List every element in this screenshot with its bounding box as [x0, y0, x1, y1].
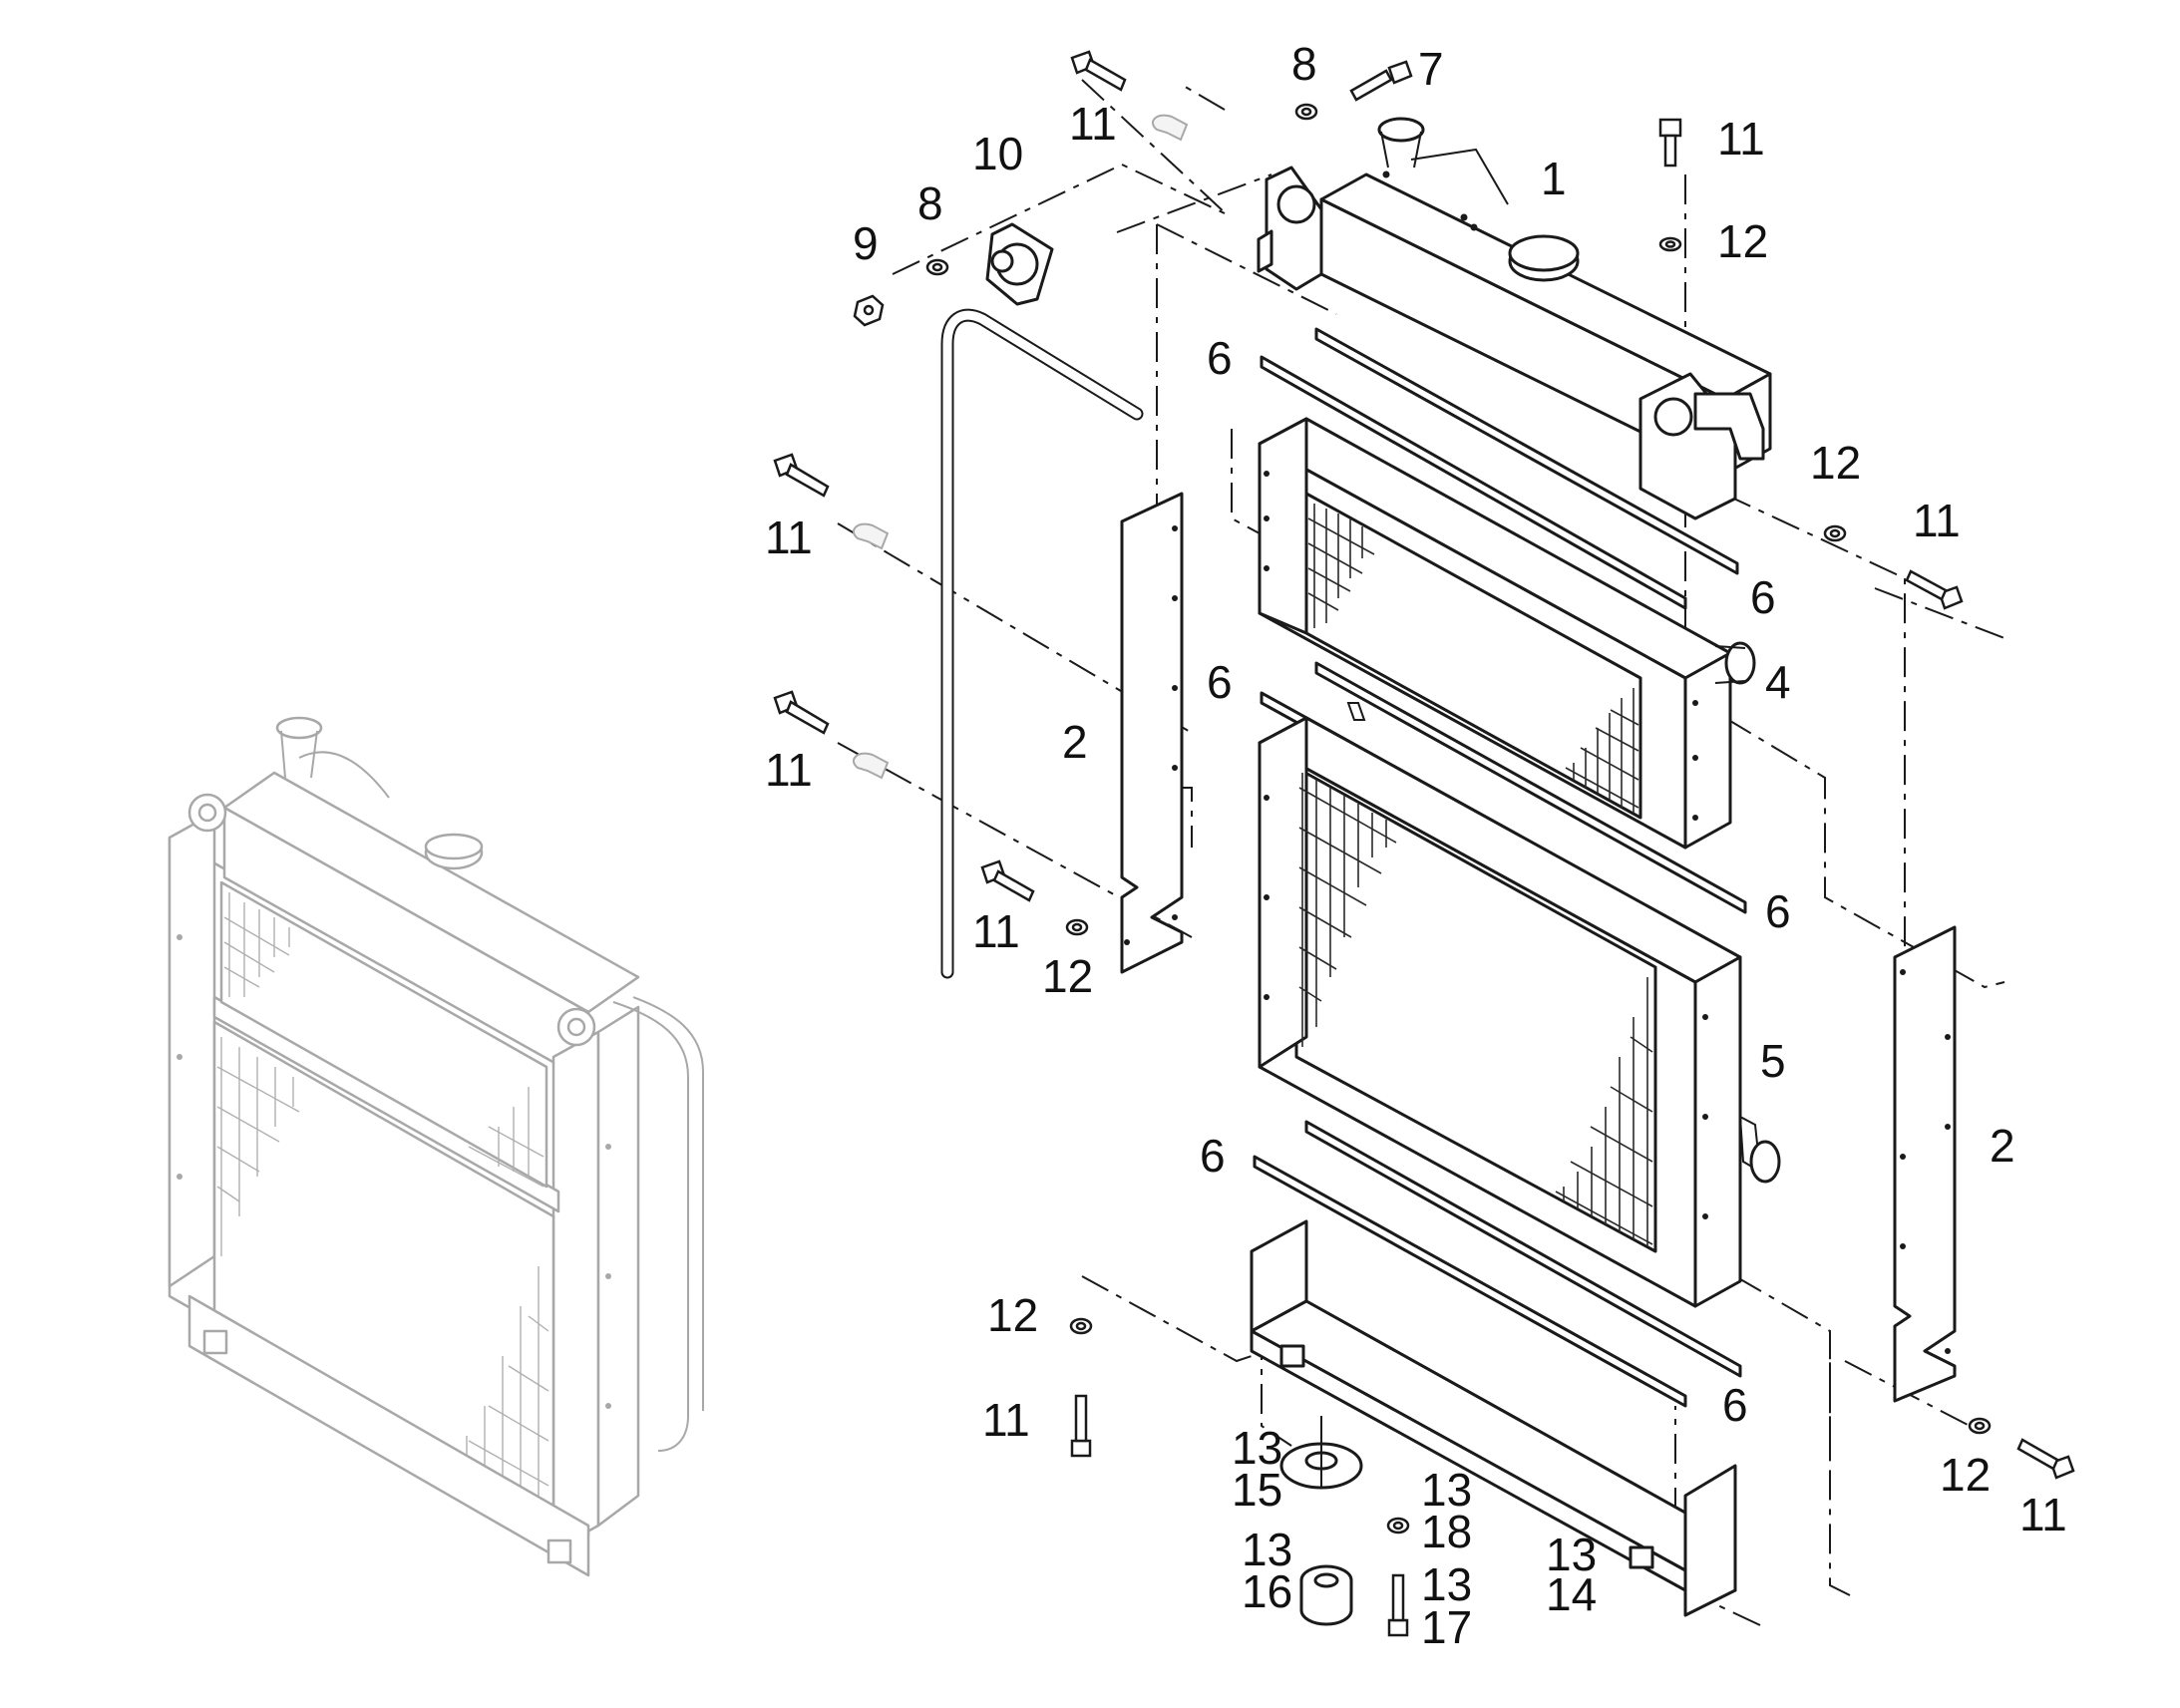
callout-12: 12 [1810, 437, 1861, 489]
top-tank-part-1 [1257, 117, 1772, 520]
callout-8: 8 [917, 177, 943, 229]
callout-2: 2 [1062, 716, 1088, 768]
rubber-bushing-part-16 [1299, 1564, 1353, 1626]
callout-16: 16 [1242, 1565, 1292, 1617]
assembled-radiator-view [168, 716, 704, 1577]
bolt-icon [1349, 60, 1413, 102]
washer-icon [1968, 1417, 1992, 1435]
callout-14: 14 [1546, 1568, 1597, 1620]
bottom-bracket-part-14 [1250, 1219, 1737, 1617]
callout-18: 18 [1421, 1506, 1472, 1557]
hose-clip-icon [853, 522, 890, 550]
bolt-icon [980, 859, 1035, 902]
rubber-mount-part-10 [985, 222, 1054, 306]
bolt-icon [1905, 569, 1964, 610]
hose-clip-icon [1152, 114, 1189, 142]
bolt-icon [773, 453, 830, 498]
overflow-tube [940, 308, 1144, 979]
hose-clip-icon [853, 752, 890, 780]
bolt-icon [773, 690, 830, 735]
bolt-icon [1387, 1573, 1409, 1637]
washer-icon [1069, 1317, 1093, 1335]
callout-11: 11 [2019, 1489, 2067, 1540]
callout-11: 11 [972, 905, 1020, 957]
washer-icon [1658, 236, 1682, 252]
callout-11: 11 [765, 744, 813, 796]
callout-5: 5 [1760, 1035, 1786, 1087]
callout-12: 12 [987, 1289, 1038, 1341]
callout-13: 13 [1242, 1524, 1292, 1575]
callout-12: 12 [1042, 950, 1093, 1002]
oil-cooler-part-4 [1258, 417, 1756, 850]
callout-4: 4 [1765, 656, 1791, 708]
callout-13: 13 [1421, 1464, 1472, 1516]
callout-17: 17 [1421, 1601, 1472, 1653]
callout-13: 13 [1232, 1422, 1282, 1474]
washer-icon [1386, 1517, 1410, 1535]
bolt-icon [1070, 50, 1127, 92]
callout-12: 12 [1940, 1449, 1991, 1501]
callout-12: 12 [1717, 215, 1768, 267]
callout-10: 10 [972, 128, 1023, 179]
callout-8: 8 [1291, 38, 1317, 90]
callout-7: 7 [1418, 43, 1444, 95]
callout-6: 6 [1765, 885, 1791, 937]
callout-15: 15 [1232, 1464, 1282, 1516]
callout-11: 11 [1069, 98, 1117, 150]
callout-11: 11 [982, 1394, 1030, 1446]
side-plate-left-part-2 [1120, 492, 1184, 974]
washer-icon [1294, 103, 1318, 121]
callout-6: 6 [1207, 656, 1233, 708]
callout-9: 9 [853, 217, 879, 269]
callout-13: 13 [1421, 1558, 1472, 1610]
nut-icon [853, 294, 885, 327]
callout-11: 11 [765, 512, 813, 563]
callouts: 1 2 2 4 5 6 6 6 6 6 6 7 8 8 9 10 11 11 1… [765, 38, 2067, 1653]
callout-11: 11 [1717, 113, 1765, 165]
bolt-icon [1070, 1394, 1092, 1458]
bolt-icon [1658, 118, 1682, 168]
radiator-core-part-5 [1258, 716, 1781, 1308]
fasteners [773, 50, 2075, 1637]
callout-6: 6 [1207, 332, 1233, 384]
seal-strips-part-6 [1253, 327, 1747, 1408]
mount-plate-part-15 [1279, 1416, 1363, 1490]
callout-6: 6 [1750, 571, 1776, 623]
callout-1: 1 [1541, 153, 1567, 204]
washer-icon [1065, 918, 1089, 936]
washer-icon [1823, 524, 1847, 542]
callout-6: 6 [1722, 1379, 1748, 1431]
callout-11: 11 [1913, 495, 1961, 546]
callout-6: 6 [1200, 1130, 1226, 1182]
bolt-icon [2016, 1438, 2075, 1480]
callout-2: 2 [1990, 1120, 2015, 1172]
callout-13: 13 [1546, 1529, 1597, 1580]
washer-icon [925, 258, 949, 276]
side-plate-right-part-2 [1893, 925, 1957, 1403]
